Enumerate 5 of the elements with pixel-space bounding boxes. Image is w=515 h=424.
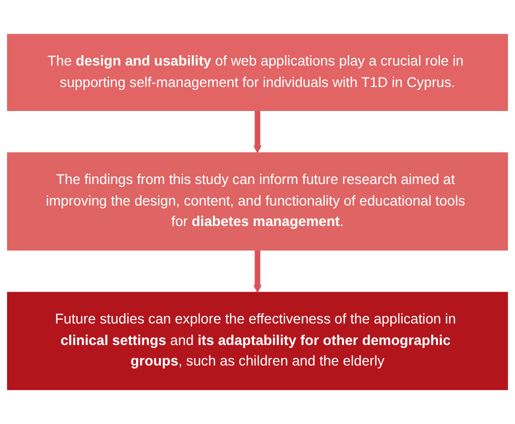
arrow: [253, 250, 262, 293]
node-box: The findings from this study can inform future research aimed at improving the design, content, and functionality of educational tools for diabetes management.: [7, 152, 508, 251]
node-box: Future studies can explore the effectiveness of the application in clinical settings and its adaptability for other demographic groups, such as children and the elderly: [7, 292, 508, 390]
node-box: The design and usability of web applications play a crucial role in supporting self-management for individuals with T1D in Cyprus.: [7, 34, 508, 111]
arrow: [253, 110, 262, 154]
